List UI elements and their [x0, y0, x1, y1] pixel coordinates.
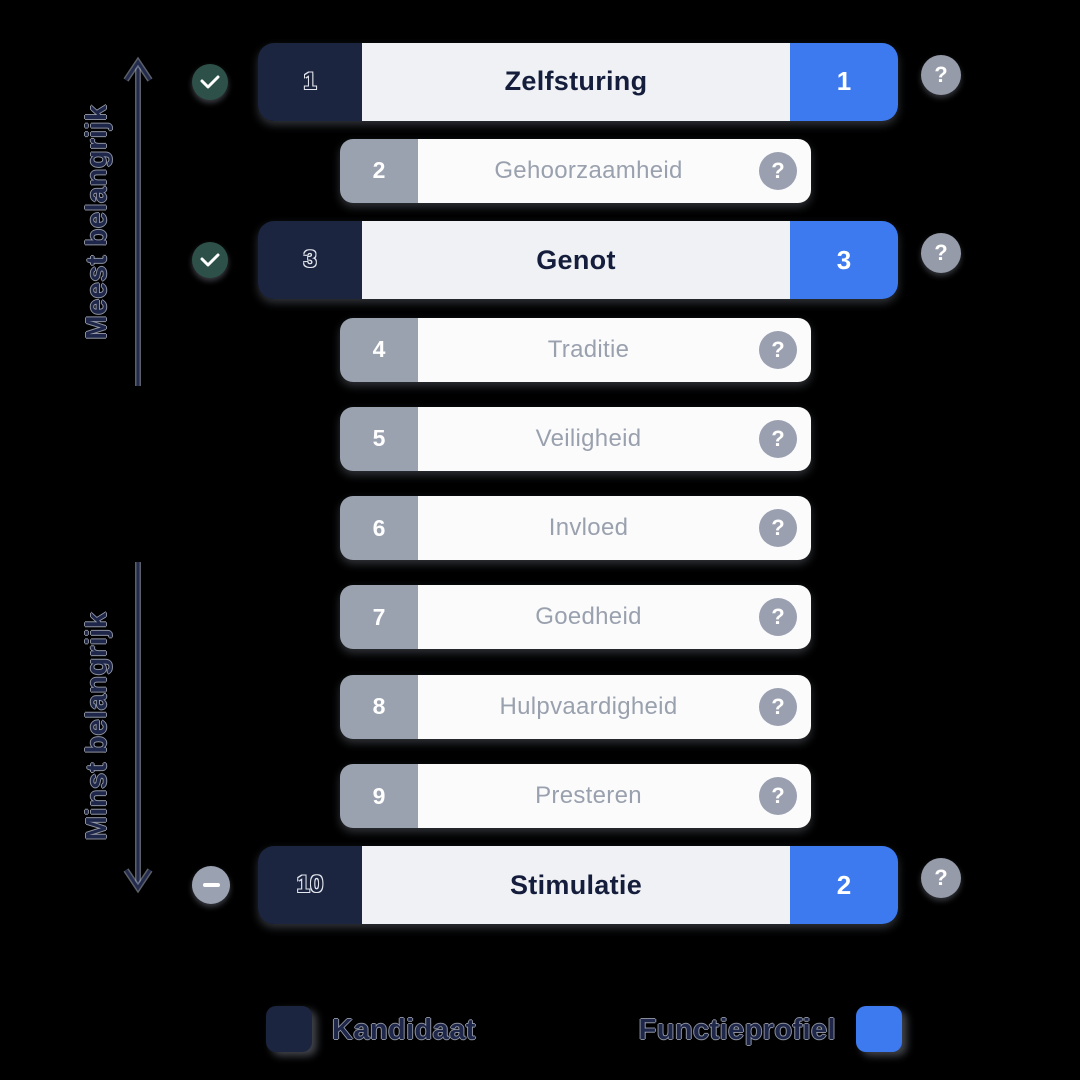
value-label: Genot	[536, 244, 616, 275]
value-label: Hulpvaardigheid	[499, 692, 678, 720]
profile-rank-badge: 3	[790, 221, 898, 300]
rank-badge: 4	[340, 317, 418, 382]
ranking-list: 1 Zelfsturing 1 ? 2 Gehoorzaamheid ? 3 G…	[0, 37, 1080, 930]
value-label: Traditie	[547, 335, 630, 363]
value-row-gehoorzaamheid[interactable]: 2 Gehoorzaamheid ?	[340, 138, 811, 203]
value-row-stimulatie[interactable]: 10 Stimulatie 2 ?	[258, 846, 961, 925]
check-icon	[192, 242, 228, 278]
profile-rank-badge: 2	[790, 846, 898, 925]
rank-badge: 5	[340, 406, 418, 471]
value-label: Stimulatie	[509, 869, 643, 900]
value-label: Zelfsturing	[504, 66, 648, 97]
question-icon[interactable]: ?	[759, 151, 797, 190]
rank-badge: 7	[340, 585, 418, 650]
value-label: Invloed	[548, 514, 629, 542]
value-label: Presteren	[535, 782, 642, 810]
rank-badge: 2	[340, 138, 418, 203]
value-label: Veiligheid	[535, 424, 642, 452]
question-icon[interactable]: ?	[921, 54, 961, 95]
candidate-rank-badge: 10	[258, 846, 362, 925]
question-icon[interactable]: ?	[759, 330, 797, 369]
rank-badge: 6	[340, 496, 418, 561]
value-row-goedheid[interactable]: 7 Goedheid ?	[340, 585, 811, 650]
profile-rank-badge: 1	[790, 42, 898, 121]
candidate-legend-label: Kandidaat	[332, 1014, 476, 1046]
value-label: Gehoorzaamheid	[494, 156, 683, 184]
arrow-up-icon	[123, 56, 153, 386]
question-icon[interactable]: ?	[759, 509, 797, 548]
value-row-veiligheid[interactable]: 5 Veiligheid ?	[340, 406, 811, 471]
value-row-hulpvaardigheid[interactable]: 8 Hulpvaardigheid ?	[340, 674, 811, 739]
value-row-traditie[interactable]: 4 Traditie ?	[340, 317, 811, 382]
value-row-invloed[interactable]: 6 Invloed ?	[340, 496, 811, 561]
rank-badge: 9	[340, 764, 418, 829]
candidate-rank-badge: 1	[258, 42, 362, 121]
value-row-genot[interactable]: 3 Genot 3 ?	[258, 221, 961, 300]
profile-legend-swatch	[856, 1006, 902, 1052]
arrow-down-icon	[123, 562, 153, 894]
question-icon[interactable]: ?	[759, 419, 797, 458]
question-icon[interactable]: ?	[759, 598, 797, 637]
rank-badge: 8	[340, 674, 418, 739]
question-icon[interactable]: ?	[759, 687, 797, 726]
question-icon[interactable]: ?	[921, 233, 961, 274]
candidate-rank-badge: 3	[258, 221, 362, 300]
minus-icon	[192, 866, 230, 904]
profile-legend-label: Functieprofiel	[638, 1014, 836, 1046]
value-row-presteren[interactable]: 9 Presteren ?	[340, 764, 811, 829]
value-label: Goedheid	[535, 603, 642, 631]
question-icon[interactable]: ?	[759, 777, 797, 816]
candidate-legend-swatch	[266, 1006, 312, 1052]
value-row-zelfsturing[interactable]: 1 Zelfsturing 1 ?	[258, 42, 961, 121]
question-icon[interactable]: ?	[921, 858, 961, 899]
check-icon	[192, 64, 228, 100]
